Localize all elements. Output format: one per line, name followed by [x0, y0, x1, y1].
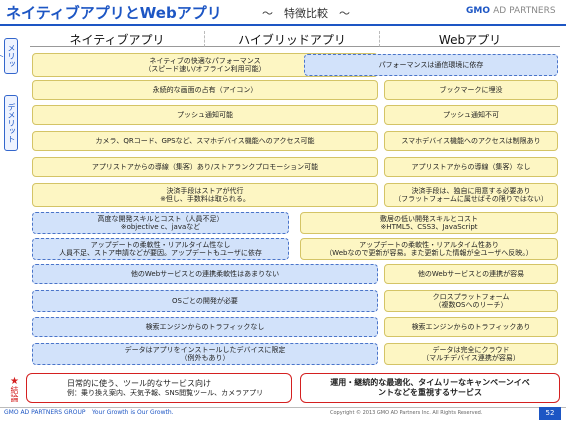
- cell-line: アップデートの柔軟性・リアルタイム性なし: [90, 240, 231, 249]
- cell-line: 永続的な画面の占有（アイコン）: [152, 85, 258, 94]
- cell-line: プッシュ通知可能: [177, 110, 233, 119]
- cell-line: データはアプリをインストールしたデバイスに限定: [124, 345, 286, 354]
- cell-line: 人員不足、ストア申請などが要因。アップデートもユーザに依存: [59, 249, 262, 257]
- logo-main: GMO: [466, 6, 490, 16]
- brand-logo: GMO AD PARTNERS: [466, 6, 556, 16]
- cell-line: データは完全にクラウド: [432, 345, 510, 354]
- demerit-label: デメリット: [4, 95, 18, 151]
- row-webservice-native: 他のWebサービスとの連携柔軟性はあまりない: [32, 264, 378, 284]
- row-os-native: OSごとの開発が必要: [32, 290, 378, 312]
- row-webservice-web: 他のWebサービスとの連携が容易: [384, 264, 558, 284]
- row-icon-web: ブックマークに埋没: [384, 80, 558, 100]
- cell-line: アップデートの柔軟性・リアルタイム性あり: [359, 240, 499, 249]
- cell-line: スマホデバイス機能へのアクセスは制限あり: [401, 136, 541, 145]
- row-payment-native: 決済手段はストアが代行 ※但し、手数料は取られる。: [32, 183, 378, 207]
- row-skill-hybrid-web: 敷居の低い開発スキルとコスト ※HTML5、CSS3、JavaScript: [300, 212, 558, 234]
- cell-line: 敷居の低い開発スキルとコスト: [380, 214, 478, 223]
- column-header-web: Webアプリ: [380, 31, 560, 47]
- cell-line: ※HTML5、CSS3、JavaScript: [380, 223, 478, 231]
- cell-line: パフォーマンスは通信環境に依存: [378, 60, 484, 69]
- row-payment-web: 決済手段は、独自に用意する必要あり （フラットフォームに属せばその限りではない）: [384, 183, 558, 207]
- conclusion-line: 運用・継続的な最適化、タイムリーなキャンペーンイベ: [330, 378, 530, 387]
- cell-line: ※但し、手数料は取られる。: [160, 195, 250, 203]
- cell-line: 検索エンジンからのトラフィックなし: [145, 322, 265, 331]
- row-device-web: スマホデバイス機能へのアクセスは制限あり: [384, 131, 558, 151]
- footer-slogan: Your Growth is Our Growth.: [92, 409, 174, 416]
- row-search-native: 検索エンジンからのトラフィックなし: [32, 317, 378, 337]
- page-number: 52: [539, 407, 561, 420]
- conclusion-web: 運用・継続的な最適化、タイムリーなキャンペーンイベ ントなどを重視するサービス: [300, 373, 560, 403]
- row-data-web: データは完全にクラウド （マルチデバイス連携が容易）: [384, 343, 558, 365]
- cell-line: （例外もあり）: [180, 354, 230, 362]
- merit-label: メリット: [0, 38, 18, 74]
- conclusion-line: ントなどを重視するサービス: [378, 388, 482, 397]
- conclusion-line: 日常的に使う、ツール的なサービス向け: [67, 378, 211, 388]
- page-subtitle: 〜 特徴比較 〜: [262, 7, 350, 20]
- cell-line: 他のWebサービスとの連携柔軟性はあまりない: [130, 269, 280, 278]
- cell-line: 高度な開発スキルとコスト（人員不足）: [97, 214, 224, 223]
- footer-divider: [0, 407, 566, 408]
- cell-line: プッシュ通知不可: [443, 110, 499, 119]
- cell-line: 他のWebサービスとの連携が容易: [417, 269, 525, 278]
- cell-line: ネイティブの快適なパフォーマンス: [149, 56, 261, 65]
- cell-line: アプリストアからの導線（集客）あり/ストアランクプロモーション可能: [91, 162, 319, 171]
- row-update-hybrid-web: アップデートの柔軟性・リアルタイム性あり （Webなので更新が容易。また更新した…: [300, 238, 558, 260]
- cell-line: OSごとの開発が必要: [172, 296, 238, 305]
- conclusion-native: 日常的に使う、ツール的なサービス向け 例：乗り換え案内、天気予報、SNS閲覧ツー…: [26, 373, 292, 403]
- row-skill-native: 高度な開発スキルとコスト（人員不足） ※objective c、javaなど: [32, 212, 289, 234]
- row-device-native: カメラ、QRコード、GPSなど、スマホデバイス機能へのアクセス可能: [32, 131, 378, 151]
- cell-line: クロスプラットフォーム: [432, 292, 510, 301]
- cell-line: （複数OSへのリーチ）: [434, 301, 508, 309]
- footer-copyright: Copyright © 2013 GMO AD Partners Inc. Al…: [330, 410, 483, 416]
- cell-line: 決済手段はストアが代行: [166, 186, 244, 195]
- cell-line: 決済手段は、独自に用意する必要あり: [411, 186, 531, 195]
- cell-line: アプリストアからの導線（集客）なし: [411, 162, 531, 171]
- logo-sub: AD PARTNERS: [493, 6, 556, 16]
- cell-line: カメラ、QRコード、GPSなど、スマホデバイス機能へのアクセス可能: [95, 136, 315, 145]
- row-icon-native: 永続的な画面の占有（アイコン）: [32, 80, 378, 100]
- row-push-web: プッシュ通知不可: [384, 105, 558, 125]
- row-os-web: クロスプラットフォーム （複数OSへのリーチ）: [384, 290, 558, 312]
- header-divider: [0, 24, 566, 26]
- conclusion-label: 結論: [10, 386, 19, 402]
- page-title: ネイティブアプリとWebアプリ: [6, 4, 222, 22]
- row-performance-web: パフォーマンスは通信環境に依存: [304, 54, 558, 76]
- row-search-web: 検索エンジンからのトラフィックあり: [384, 317, 558, 337]
- cell-line: （フラットフォームに属せばその限りではない）: [394, 195, 548, 203]
- row-store-web: アプリストアからの導線（集客）なし: [384, 157, 558, 177]
- cell-line: ブックマークに埋没: [439, 85, 503, 94]
- row-push-native: プッシュ通知可能: [32, 105, 378, 125]
- row-store-native: アプリストアからの導線（集客）あり/ストアランクプロモーション可能: [32, 157, 378, 177]
- cell-line: 検索エンジンからのトラフィックあり: [411, 322, 531, 331]
- column-header-hybrid: ハイブリッドアプリ: [205, 31, 380, 47]
- star-icon: ★: [10, 376, 19, 387]
- row-data-native: データはアプリをインストールしたデバイスに限定 （例外もあり）: [32, 343, 378, 365]
- column-header-native: ネイティブアプリ: [30, 31, 205, 47]
- footer-company: GMO AD PARTNERS GROUP: [4, 409, 86, 416]
- conclusion-line: 例：乗り換え案内、天気予報、SNS閲覧ツール、カメラアプリ: [67, 388, 264, 397]
- cell-line: （マルチデバイス連携が容易）: [422, 354, 520, 362]
- cell-line: （スピード速い/オフライン利用可能）: [144, 65, 266, 73]
- cell-line: （Webなので更新が容易。また更新した情報が全ユーザへ反映。）: [325, 249, 533, 257]
- cell-line: ※objective c、javaなど: [120, 223, 201, 231]
- row-update-native: アップデートの柔軟性・リアルタイム性なし 人員不足、ストア申請などが要因。アップ…: [32, 238, 289, 260]
